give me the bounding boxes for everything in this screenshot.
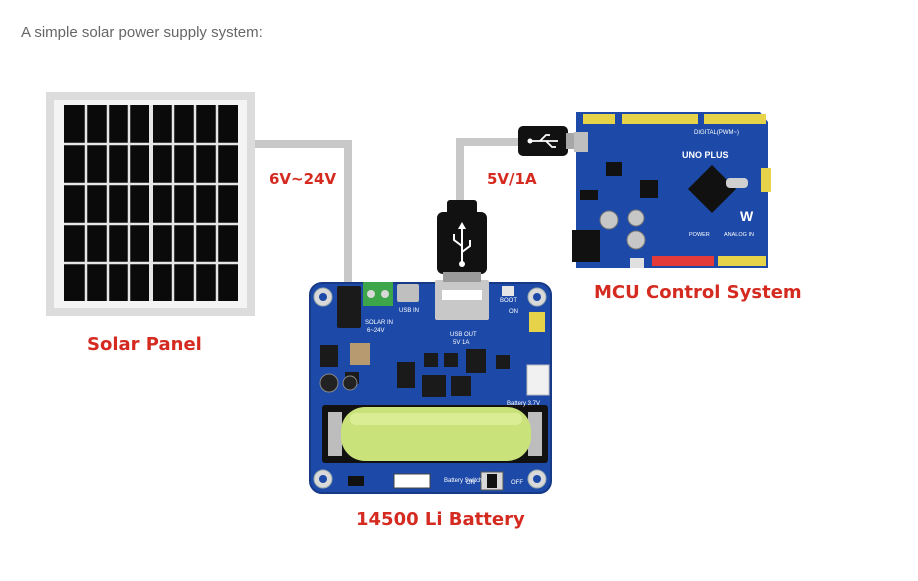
silk-battery-rating: Battery 3.7V [507,401,540,407]
dc-jack [337,286,361,328]
usb-a-plug [437,200,487,282]
silk-usb-out-rating: 5V 1A [453,340,469,346]
mcu-board: UNO PLUS DIGITAL(PWM~) POWER ANALOG IN W [572,112,771,268]
solar-panel-label: Solar Panel [87,334,202,355]
usb-in-port [397,284,419,302]
silk-solar-in: SOLAR IN [365,320,393,326]
solar-panel [46,92,255,316]
silk-on: ON [509,309,518,315]
silk-battery-switch: Battery Switch [444,478,482,484]
usb-symbol-icon [453,228,471,262]
mcu-analog-label: ANALOG IN [724,232,754,238]
silk-boot: BOOT [500,298,517,304]
silk-usb-in: USB IN [399,308,419,314]
silk-switch-on: ON [466,480,475,486]
power-management-board: SOLAR IN 6~24V USB IN USB OUT 5V 1A BOOT… [309,280,552,494]
mcu-model: UNO PLUS [682,150,729,160]
intro-text: A simple solar power supply system: [21,24,263,41]
silk-switch-off: OFF [511,480,523,486]
mcu-label: MCU Control System [594,282,802,303]
silk-usb-out: USB OUT [450,332,477,338]
usb-symbol-icon-small [530,134,558,148]
voltage-out-label: 5V/1A [487,170,537,188]
cable-board-to-mcu [456,138,520,205]
silk-solar-range: 6~24V [367,328,385,334]
voltage-in-label: 6V~24V [269,170,337,188]
mcu-logo: W [740,208,754,224]
battery-label: 14500 Li Battery [356,509,525,530]
mcu-digital-label: DIGITAL(PWM~) [694,130,739,136]
mcu-power-label: POWER [689,232,710,238]
cable-solar-to-board [250,140,352,290]
